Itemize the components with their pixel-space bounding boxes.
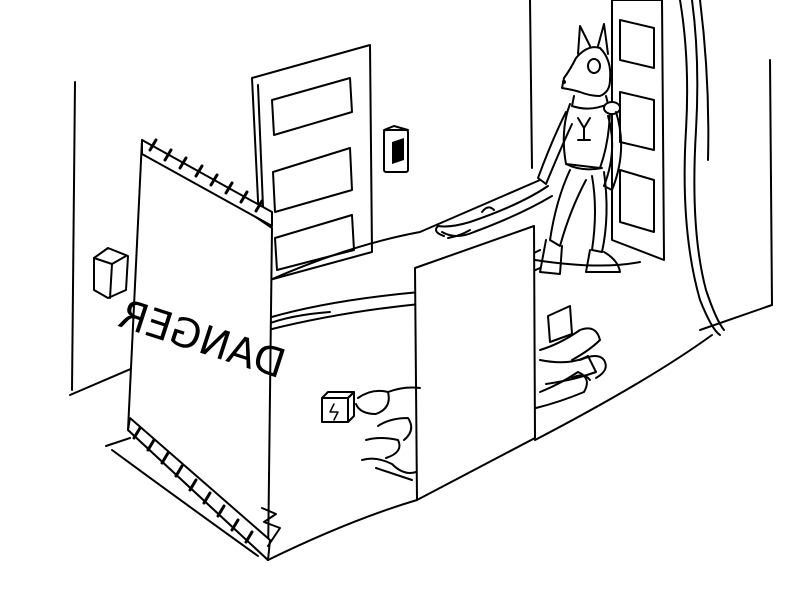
tail-hose	[435, 185, 553, 239]
hazard-stripes-bottom	[132, 426, 254, 544]
wolf-character	[537, 23, 623, 275]
left-wall-box	[93, 247, 129, 299]
danger-sign-panel: DANGER	[105, 138, 291, 561]
wall-switch-box	[383, 125, 409, 173]
fallen-robot-left	[355, 386, 421, 481]
battery-box	[321, 391, 355, 423]
hanging-cables	[679, 0, 725, 336]
fallen-robot-right	[535, 305, 607, 409]
hazard-stripes-top	[148, 138, 264, 213]
front-partition	[264, 225, 536, 561]
